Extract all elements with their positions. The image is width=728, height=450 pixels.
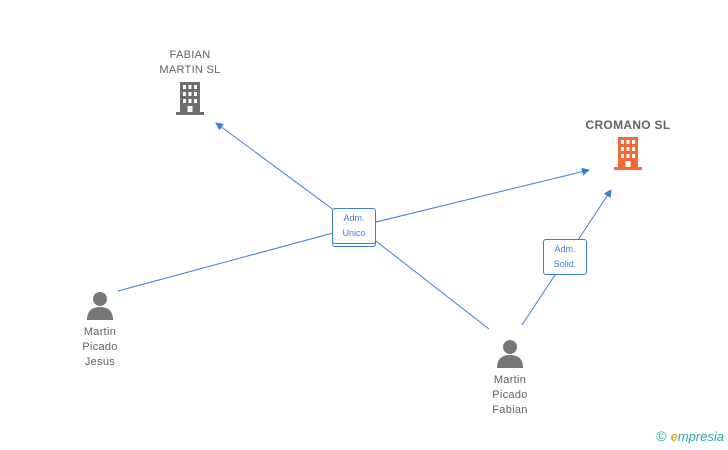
person-label: Martin Picado Jesus <box>82 326 118 368</box>
person-node-martin-picado-fabian[interactable]: Martin Picado Fabian <box>475 338 545 418</box>
building-icon <box>176 82 204 115</box>
company-node-cromano-sl[interactable]: CROMANO SL <box>580 118 676 176</box>
company-label: FABIAN MARTIN SL <box>159 49 221 76</box>
person-node-martin-picado-jesus[interactable]: Martin Picado Jesus <box>65 290 135 370</box>
edge-jesus-to-cromano-sl <box>371 167 590 224</box>
copyright-symbol: © <box>656 428 667 444</box>
company-node-fabian-martin-sl[interactable]: FABIAN MARTIN SL <box>150 48 230 121</box>
edge-jesus-to-fabian-martin-sl <box>215 122 351 223</box>
edge-fabian-to-role-unico <box>371 237 490 330</box>
brand-name: mpresia <box>677 429 724 444</box>
building-icon <box>614 137 642 170</box>
empresia-logo: ©empresia <box>656 428 724 444</box>
person-icon <box>497 340 523 368</box>
brand-initial: e <box>670 429 678 444</box>
role-badge-adm-unico[interactable]: Adm. Unico <box>332 208 376 244</box>
company-label: CROMANO SL <box>585 118 671 132</box>
edge-jesus-to-role-unico <box>117 232 334 292</box>
role-badge-adm-solid[interactable]: Adm. Solid. <box>543 239 587 275</box>
person-icon <box>87 292 113 320</box>
person-label: Martin Picado Fabian <box>492 374 528 416</box>
